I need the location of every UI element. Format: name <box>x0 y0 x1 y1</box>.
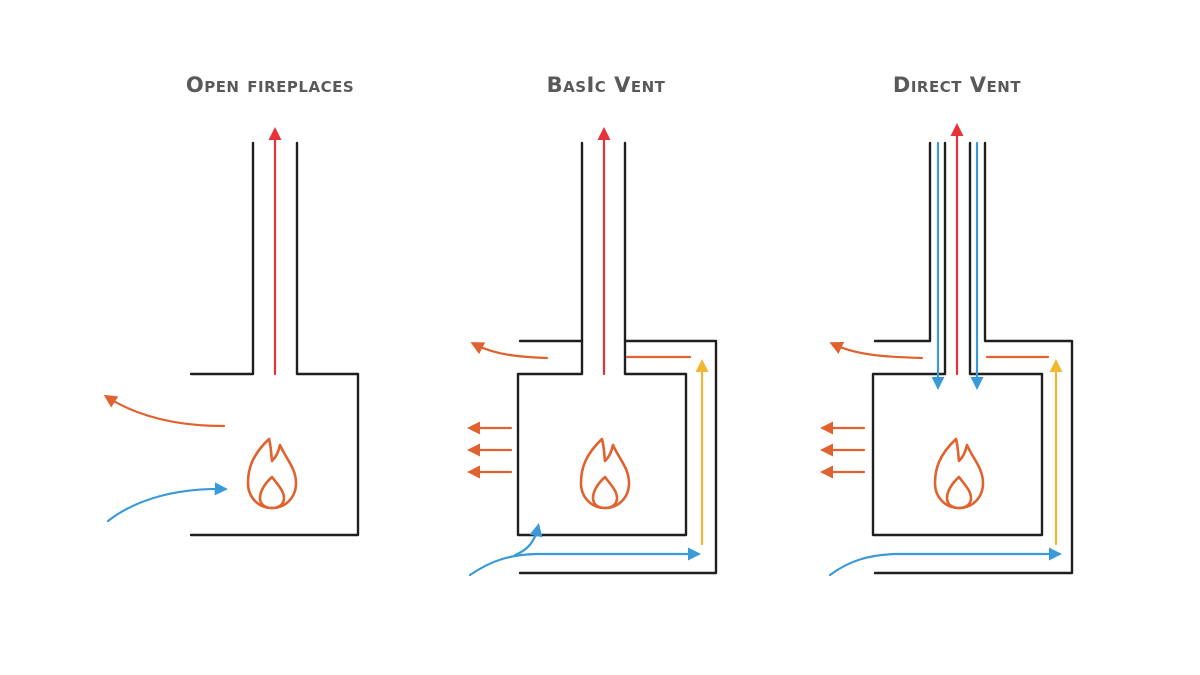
radiant-heat-arrows <box>820 421 866 479</box>
fireplace-walls <box>516 141 718 575</box>
flame-icon <box>579 437 631 510</box>
panel-title-open-fireplaces: Open fireplaces <box>186 73 354 97</box>
fireplace-walls <box>871 141 1074 575</box>
room-air-intake-arrow <box>106 482 228 523</box>
panel-title-basic-vent: BasIc Vent <box>547 73 666 97</box>
cool-air-intake-arrow <box>468 547 701 577</box>
radiant-heat-arrows <box>467 421 513 479</box>
panel-direct-vent: Direct Vent <box>820 73 1074 577</box>
panel-title-direct-vent: Direct Vent <box>893 73 1021 97</box>
fireplace-walls <box>189 141 360 537</box>
cool-air-intake-arrow <box>828 547 1062 577</box>
room-heat-arrow <box>103 394 226 428</box>
panel-open-fireplace: Open fireplaces <box>103 73 360 537</box>
flame-icon <box>246 437 298 510</box>
warm-air-outlet-arrow <box>829 342 924 360</box>
warm-air-outlet-arrow <box>470 342 549 360</box>
flame-icon <box>933 437 985 510</box>
panel-basic-vent: BasIc Vent <box>467 73 718 577</box>
combustion-air-arrow <box>513 523 543 557</box>
